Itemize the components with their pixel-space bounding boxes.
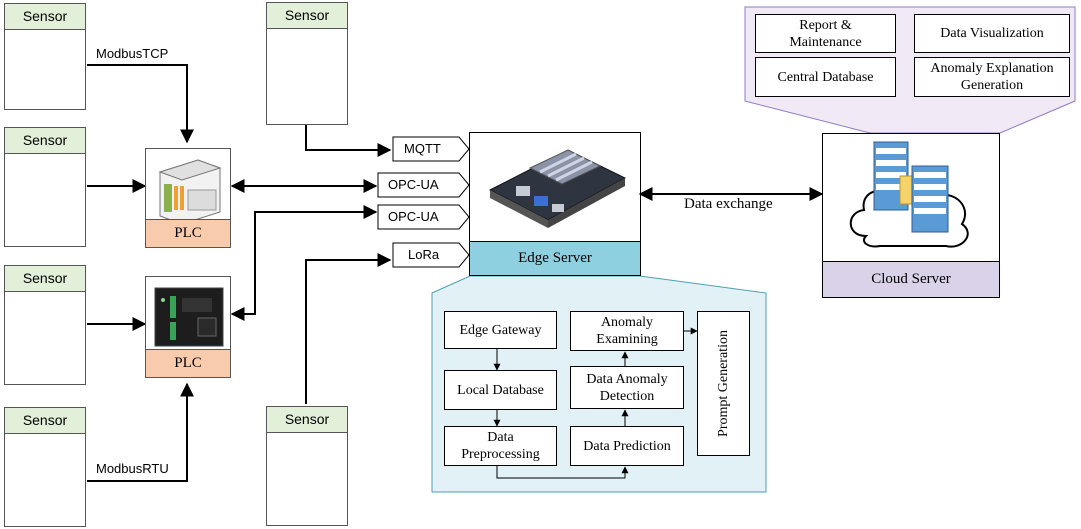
edge-module-preprocessing[interactable]: Data Preprocessing: [444, 426, 557, 466]
link-sensor5-mqtt: [305, 125, 392, 157]
sensor-node-2[interactable]: Sensor: [4, 127, 86, 247]
sensor-label: Sensor: [5, 4, 85, 30]
tag-shape-mqtt: [392, 136, 470, 162]
plc-node-bottom[interactable]: PLC: [145, 276, 231, 378]
plc-label: PLC: [146, 219, 230, 247]
tag-shape-lora: [392, 242, 470, 268]
edge-server-board-illustration: [488, 149, 627, 228]
cloud-server-label: Cloud Server: [823, 261, 999, 297]
plc-controller-illustration-bottom: [154, 287, 224, 347]
sensor-node-3[interactable]: Sensor: [4, 265, 86, 385]
prompt-generation-label: Prompt Generation: [716, 330, 732, 437]
edge-module-gateway[interactable]: Edge Gateway: [444, 311, 557, 349]
sensor-node-1[interactable]: Sensor: [4, 3, 86, 110]
cloud-service-anomaly-explanation[interactable]: Anomaly Explanation Generation: [914, 57, 1070, 97]
sensor-label: Sensor: [267, 3, 347, 29]
edge-server-label: Edge Server: [470, 241, 640, 275]
sensor-node-6[interactable]: Sensor: [266, 406, 348, 526]
cloud-server-node[interactable]: Cloud Server: [822, 133, 1000, 298]
plc-controller-illustration-top: [158, 159, 222, 225]
sensor-label: Sensor: [5, 408, 85, 434]
edge-module-anomaly-detection[interactable]: Data Anomaly Detection: [570, 366, 684, 409]
link-sensor6-lora: [305, 253, 392, 404]
plc-label: PLC: [146, 349, 230, 377]
edge-module-prompt-generation[interactable]: Prompt Generation: [697, 311, 750, 456]
flow-preproc-prediction: [496, 465, 629, 479]
sensor-label: Sensor: [267, 407, 347, 433]
cloud-service-database[interactable]: Central Database: [755, 57, 896, 97]
edge-module-local-database[interactable]: Local Database: [444, 370, 557, 410]
protocol-tag-opcua-1: OPC-UA: [388, 177, 439, 192]
edge-module-anomaly-examining[interactable]: Anomaly Examining: [570, 311, 684, 351]
tag-shape-opcua1: [377, 172, 470, 198]
cloud-service-report[interactable]: Report & Maintenance: [755, 14, 896, 53]
protocol-label-modbusrtu: ModbusRTU: [96, 461, 169, 476]
link-sensor1-plc1: [87, 64, 194, 144]
tag-shape-opcua2: [377, 204, 470, 230]
cloud-server-illustration: [849, 141, 969, 248]
protocol-tag-mqtt: MQTT: [404, 141, 441, 156]
link-plc2-opcua2: [230, 205, 378, 321]
data-exchange-label: Data exchange: [684, 196, 773, 212]
sensor-node-5[interactable]: Sensor: [266, 2, 348, 125]
sensor-label: Sensor: [5, 266, 85, 292]
sensor-label: Sensor: [5, 128, 85, 154]
plc-node-top[interactable]: PLC: [145, 148, 231, 248]
sensor-node-4[interactable]: Sensor: [4, 407, 86, 527]
edge-module-prediction[interactable]: Data Prediction: [570, 426, 684, 466]
protocol-label-modbustcp: ModbusTCP: [96, 46, 169, 61]
protocol-tag-lora: LoRa: [408, 247, 440, 262]
protocol-tag-opcua-2: OPC-UA: [388, 209, 439, 224]
link-sensor4-plc2: [87, 382, 194, 482]
cloud-service-visualization[interactable]: Data Visualization: [914, 14, 1070, 53]
edge-server-node[interactable]: Edge Server: [469, 132, 641, 276]
